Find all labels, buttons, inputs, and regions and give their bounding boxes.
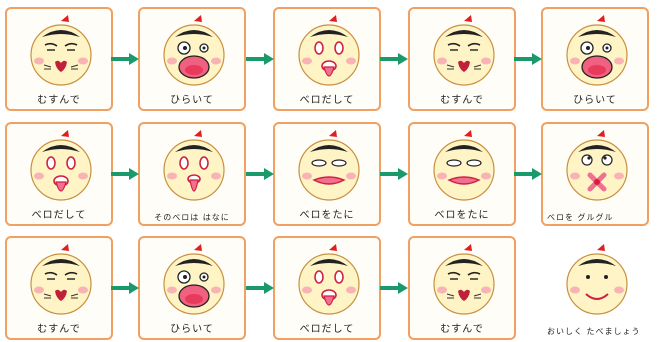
step-caption: べロだして xyxy=(31,210,87,221)
arrow-right-icon xyxy=(246,168,274,180)
step-caption: べロをたに xyxy=(299,210,355,221)
step-caption: むすんで xyxy=(37,95,81,106)
face-illustration xyxy=(163,130,225,201)
step-card: ひらいて xyxy=(138,236,246,340)
arrow-right-icon xyxy=(111,53,139,65)
step-card: べロを グルグル xyxy=(541,122,649,226)
arrow-right-icon xyxy=(111,168,139,180)
arrow-right-icon xyxy=(380,53,408,65)
face-illustration xyxy=(163,15,225,86)
face-illustration xyxy=(30,15,92,86)
step-caption: むすんで xyxy=(37,324,81,335)
face-illustration xyxy=(566,15,628,86)
step-card: むすんで xyxy=(408,236,516,340)
arrow-right-icon xyxy=(246,53,274,65)
face-illustration xyxy=(566,244,628,315)
step-caption: むすんで xyxy=(440,95,484,106)
face-illustration xyxy=(298,15,360,86)
step-caption: べロを グルグル xyxy=(547,213,614,222)
step-caption: そのべロは はなに xyxy=(154,213,230,222)
step-card: むすんで xyxy=(5,236,113,340)
step-card: べロだして xyxy=(273,7,381,111)
step-card: べロをたに xyxy=(408,122,516,226)
face-illustration xyxy=(298,130,360,201)
face-illustration xyxy=(433,244,495,315)
step-card: そのべロは はなに xyxy=(138,122,246,226)
step-caption: むすんで xyxy=(440,324,484,335)
step-card: べロだして xyxy=(5,122,113,226)
arrow-right-icon xyxy=(246,282,274,294)
step-card: むすんで xyxy=(5,7,113,111)
face-illustration xyxy=(298,244,360,315)
arrow-right-icon xyxy=(380,282,408,294)
step-card: べロをたに xyxy=(273,122,381,226)
face-illustration xyxy=(433,130,495,201)
step-card: ひらいて xyxy=(541,7,649,111)
arrow-right-icon xyxy=(111,282,139,294)
face-illustration xyxy=(30,244,92,315)
face-illustration xyxy=(30,130,92,201)
step-caption: ひらいて xyxy=(573,95,617,106)
step-card: ひらいて xyxy=(138,7,246,111)
step-card: べロだして xyxy=(273,236,381,340)
final-caption: おいしく たべましょう xyxy=(547,327,641,336)
arrow-right-icon xyxy=(514,53,542,65)
face-illustration xyxy=(566,130,628,201)
arrow-right-icon xyxy=(380,168,408,180)
final-card: おいしく たべましょう xyxy=(541,236,649,340)
step-card: むすんで xyxy=(408,7,516,111)
face-illustration xyxy=(433,15,495,86)
step-caption: ひらいて xyxy=(170,324,214,335)
step-caption: べロをたに xyxy=(434,210,490,221)
step-caption: べロだして xyxy=(299,324,355,335)
step-caption: べロだして xyxy=(299,95,355,106)
arrow-right-icon xyxy=(514,168,542,180)
step-caption: ひらいて xyxy=(170,95,214,106)
face-illustration xyxy=(163,244,225,315)
